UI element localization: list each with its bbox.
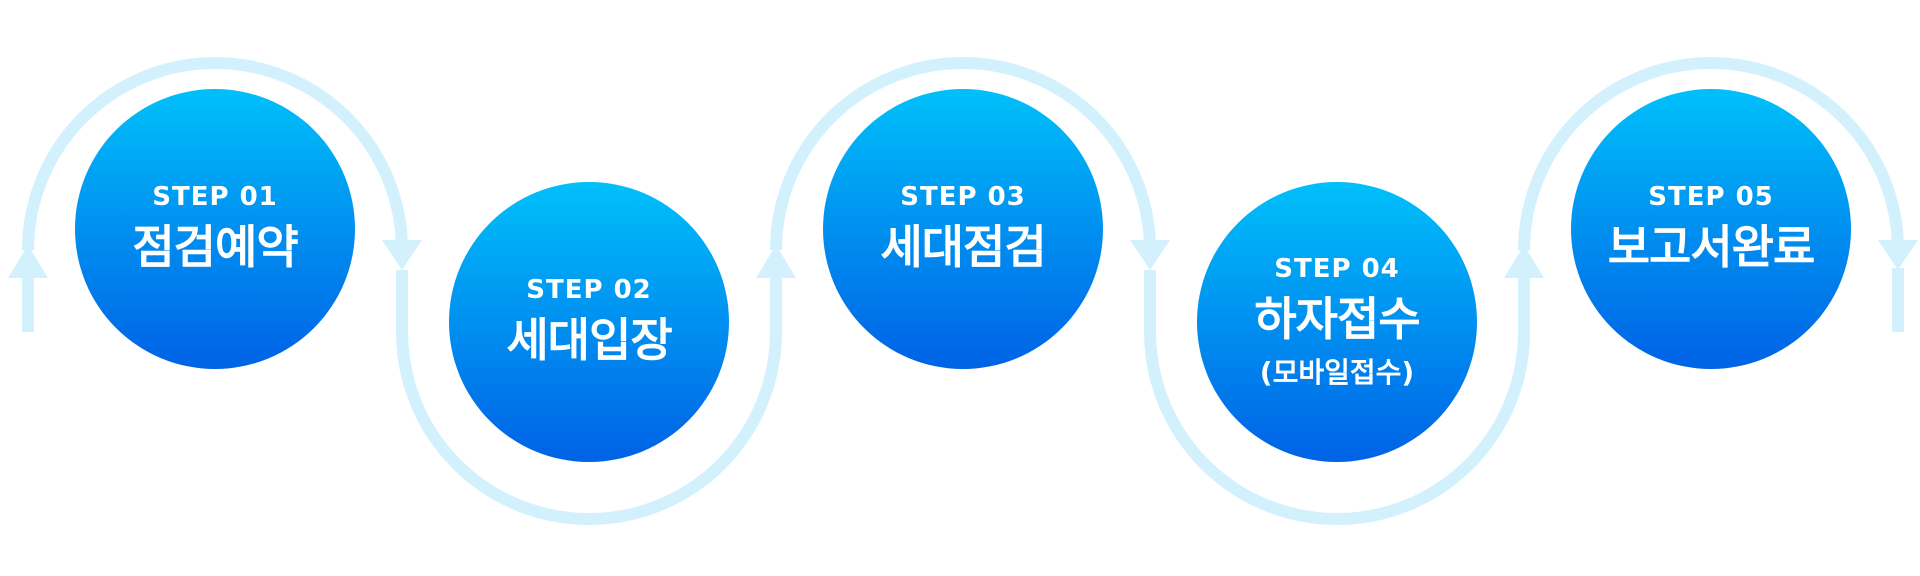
step-1-title: 점검예약 (132, 219, 298, 274)
connector-arc-1 (22, 57, 408, 251)
step-1-number: STEP 01 (152, 181, 278, 212)
step-2-title: 세대입장 (506, 312, 672, 367)
arrow-up-icon (1504, 245, 1544, 278)
step-2-circle: STEP 02 세대입장 (449, 182, 729, 462)
connector-arc-3 (770, 57, 1156, 251)
step-2-number: STEP 02 (526, 274, 652, 305)
connector-arc-2 (396, 270, 782, 525)
step-4-subtitle: (모바일접수) (1259, 355, 1415, 389)
step-4-circle: STEP 04 하자접수 (모바일접수) (1197, 182, 1477, 462)
step-3-circle: STEP 03 세대점검 (823, 89, 1103, 369)
step-5-number: STEP 05 (1648, 181, 1774, 212)
step-5-circle: STEP 05 보고서완료 (1571, 89, 1851, 369)
step-4-title: 하자접수 (1254, 292, 1420, 347)
step-3-number: STEP 03 (900, 181, 1026, 212)
step-3-title: 세대점검 (880, 219, 1046, 274)
connector-arc-4 (1144, 270, 1530, 525)
arrow-up-icon (8, 245, 48, 278)
connector-arc-5 (1518, 57, 1904, 251)
step-4-number: STEP 04 (1274, 254, 1400, 285)
arrow-up-icon (756, 245, 796, 278)
arrow-down-icon (1130, 240, 1170, 270)
arrow-down-icon (1878, 240, 1918, 270)
step-1-circle: STEP 01 점검예약 (75, 89, 355, 369)
arrow-down-icon (382, 240, 422, 270)
step-5-title: 보고서완료 (1607, 219, 1816, 274)
